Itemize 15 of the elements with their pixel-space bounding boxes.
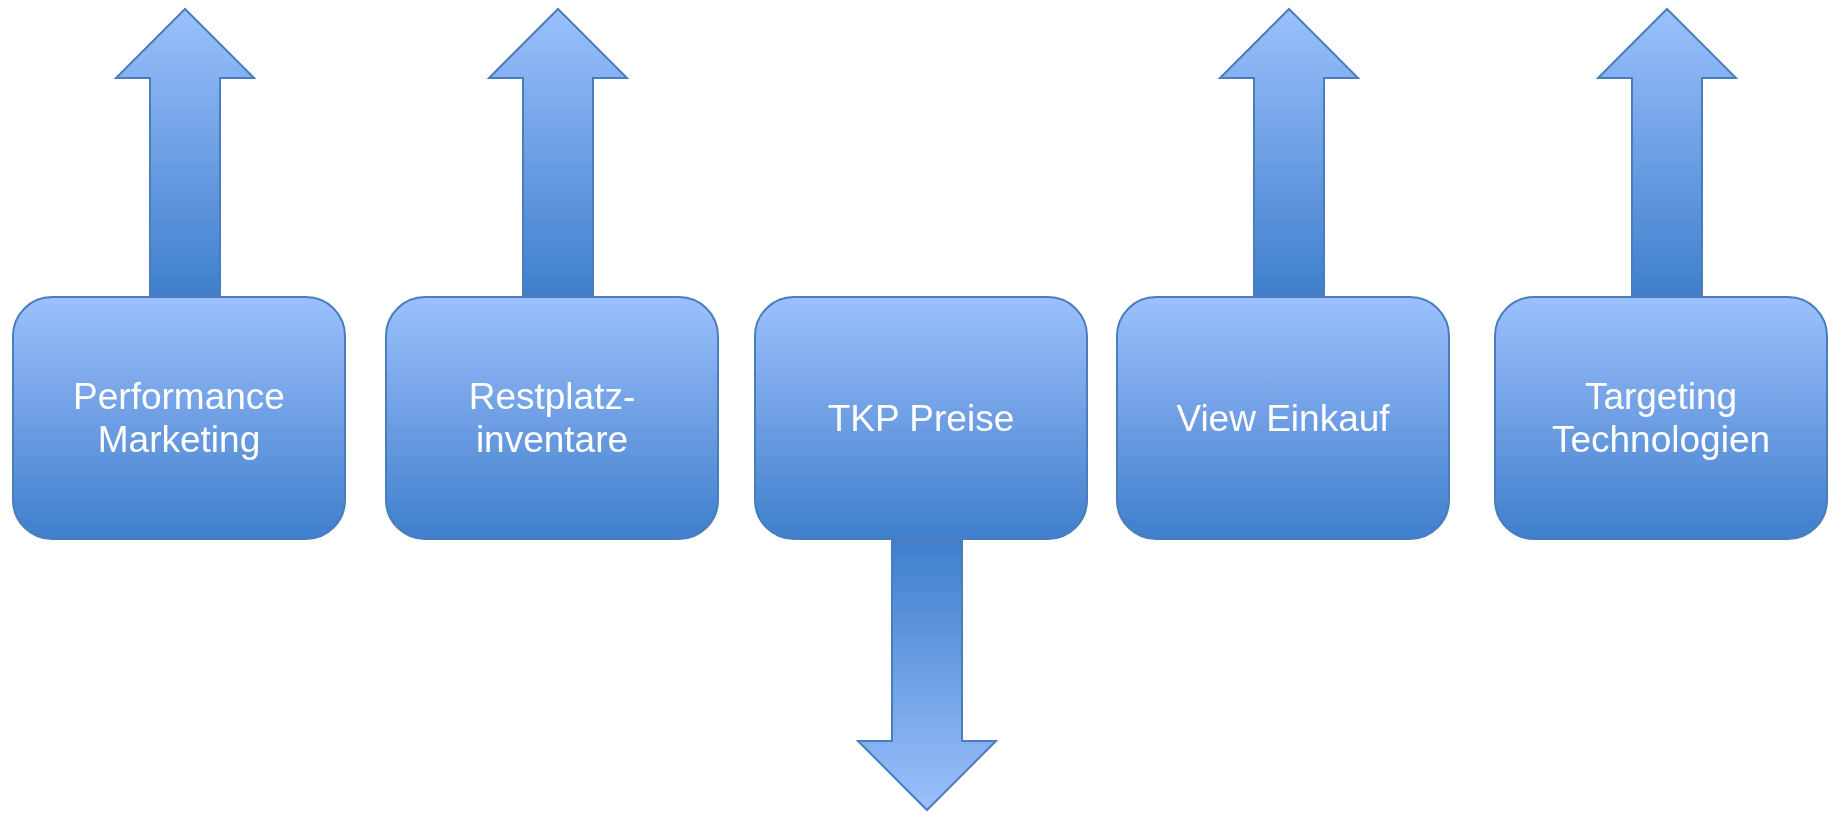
box-label: Performance Marketing: [72, 375, 286, 461]
rounded-box: [385, 296, 719, 540]
block-arrow: [1217, 7, 1361, 296]
box-label: View Einkauf: [1175, 396, 1391, 440]
box-label: Restplatz-inventare: [467, 375, 637, 461]
block-arrow: [486, 7, 630, 296]
box-label: TKP Preise: [826, 396, 1016, 440]
block-arrow: [113, 7, 257, 296]
rounded-box: [1494, 296, 1828, 540]
rounded-box: [754, 296, 1088, 540]
block-arrow: [855, 540, 999, 812]
rounded-box: [1116, 296, 1450, 540]
box-label: Targeting Technologien: [1550, 375, 1772, 461]
rounded-box: [12, 296, 346, 540]
block-arrow: [1595, 7, 1739, 296]
